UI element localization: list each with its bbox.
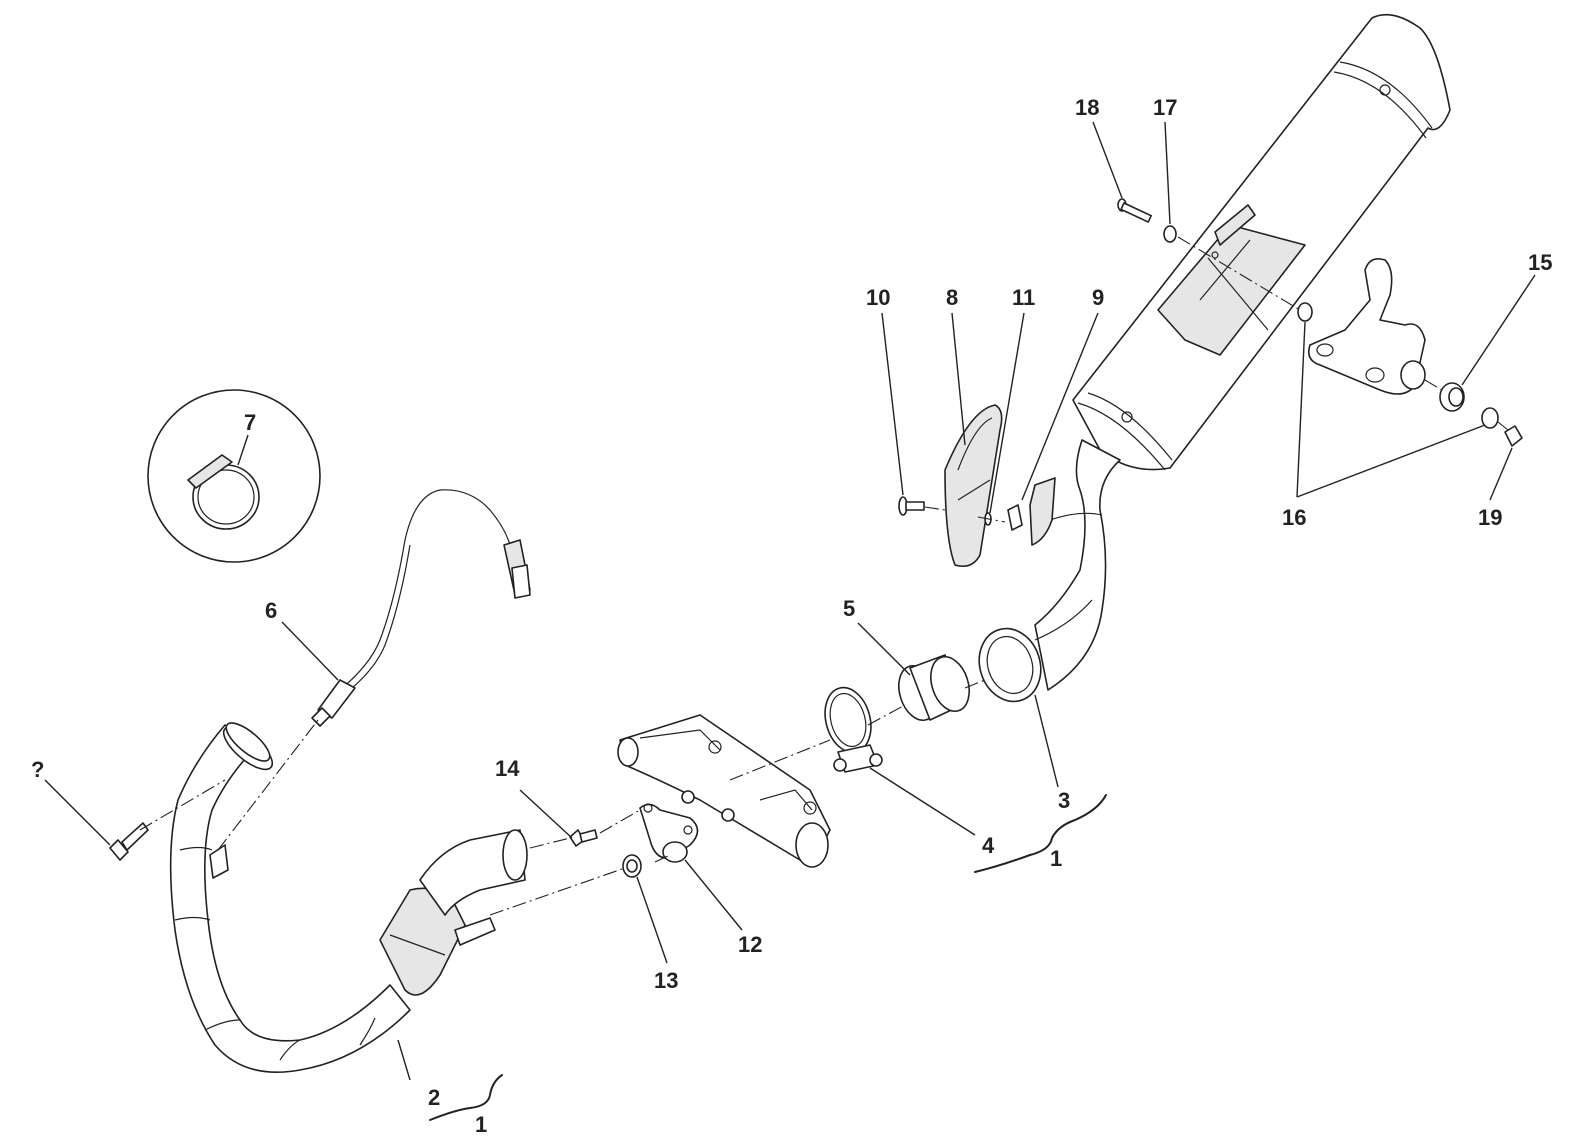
- silencer: [1072, 13, 1451, 471]
- exhaust-clamp: [824, 686, 883, 773]
- callout-12: 12: [738, 932, 762, 957]
- callout-13: 13: [654, 968, 678, 993]
- heat-shield: [944, 404, 1003, 568]
- leader-lines: [44, 121, 1536, 1081]
- callout-15: 15: [1528, 250, 1552, 275]
- callout-7: 7: [244, 410, 256, 435]
- rear-hanger: [1307, 257, 1426, 395]
- callout-10: 10: [866, 285, 890, 310]
- callout-6: 6: [265, 598, 277, 623]
- seal-sleeve: [898, 654, 970, 722]
- oxygen-sensor: [311, 489, 531, 727]
- callout-unknown: ?: [31, 757, 44, 782]
- header-pipe: [169, 722, 528, 1073]
- callout-9: 9: [1092, 285, 1104, 310]
- bolt-10: [898, 496, 925, 516]
- assembly-braces: [429, 794, 1107, 1121]
- callout-18: 18: [1075, 95, 1099, 120]
- callout-4: 4: [982, 833, 995, 858]
- rear-fasteners: [1117, 198, 1523, 447]
- callout-14: 14: [495, 756, 520, 781]
- cable-tie-inset: [147, 389, 321, 563]
- callout-11: 11: [1012, 285, 1035, 310]
- callout-2: 2: [428, 1085, 440, 1110]
- callout-19: 19: [1478, 505, 1502, 530]
- callout-1-rear: 1: [1050, 846, 1062, 871]
- callout-17: 17: [1153, 95, 1177, 120]
- callout-5: 5: [843, 596, 855, 621]
- callout-16: 16: [1282, 505, 1306, 530]
- callout-1-front: 1: [475, 1112, 487, 1137]
- mount-bracket: [617, 714, 831, 868]
- bolt-14: [569, 829, 598, 847]
- callout-3: 3: [1058, 788, 1070, 813]
- link-pipe: [978, 439, 1121, 703]
- bracket-12: [639, 803, 699, 863]
- grommet-13: [622, 854, 642, 878]
- assembly-axes: [139, 236, 1509, 916]
- callout-labels: ? 1 1 2 3 4 5 6 7 8 9 10 11 12 13 14 15 …: [31, 95, 1552, 1137]
- callout-8: 8: [946, 285, 958, 310]
